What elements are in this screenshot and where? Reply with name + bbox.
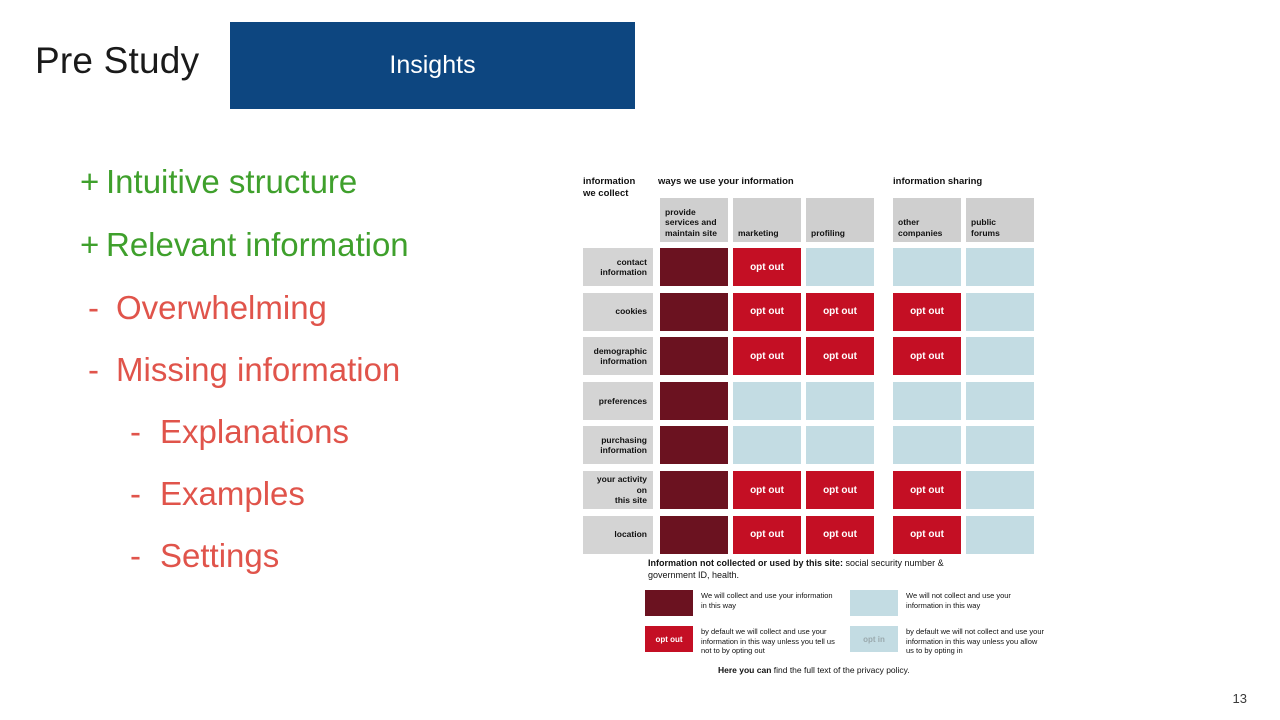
grid-cell-optout[interactable]: opt out [893,292,961,331]
grid-cell-notuse [893,248,961,286]
grid-cell-collect [660,381,728,420]
grid-cell-notuse [966,337,1034,376]
legend-item: We will collect and use your information… [645,590,835,616]
bullet-marker: - [88,289,99,326]
bullet-marker: - [130,413,141,450]
grid-cell-notuse [966,292,1034,331]
grid-cell-notuse [806,426,874,465]
policy-link-lead[interactable]: Here you can [718,665,772,675]
section-banner-label: Insights [389,51,476,79]
bullet-text: Overwhelming [116,289,327,326]
bullet-marker: + [80,163,100,200]
bullet-item: -Overwhelming [80,289,560,327]
grid-cell-optout[interactable]: opt out [893,515,961,554]
bullet-text: Relevant information [106,226,409,263]
grid-cell-optout[interactable]: opt out [806,471,874,509]
grid-cell-collect [660,471,728,509]
grid-cell-notuse [806,248,874,286]
grid-cell-optout[interactable]: opt out [733,337,801,376]
column-header-profiling: profiling [806,198,874,242]
legend-item: We will not collect and use your informa… [850,590,1040,616]
section-banner: Insights [230,22,635,109]
grid-cell-collect [660,426,728,465]
bullet-marker: + [80,226,100,263]
bullet-item: -Explanations [80,413,560,451]
bullet-marker: - [88,351,99,388]
row-label: preferences [583,381,653,420]
legend-swatch-collect [645,590,693,616]
policy-link-text: find the full text of the privacy policy… [771,665,910,675]
page-title: Pre Study [35,40,200,81]
grid-cell-notuse [893,426,961,465]
privacy-policy-link-line[interactable]: Here you can find the full text of the p… [718,665,910,675]
column-header-marketing: marketing [733,198,801,242]
grid-cell-notuse [733,426,801,465]
grid-cell-optout[interactable]: opt out [893,471,961,509]
bullet-item: -Examples [80,475,560,513]
not-collected-note: Information not collected or used by thi… [648,557,978,581]
grid-cell-collect [660,515,728,554]
bullet-text: Explanations [160,413,349,450]
page-number: 13 [1232,691,1247,706]
grid-cell-collect [660,248,728,286]
grid-cell-notuse [966,471,1034,509]
bullet-item: +Relevant information [80,226,560,264]
grid-cell-optout[interactable]: opt out [806,292,874,331]
bullet-text: Intuitive structure [106,163,358,200]
grid-cell-notuse [893,381,961,420]
grid-cell-notuse [966,248,1034,286]
grid-cell-notuse [806,381,874,420]
grid-cell-optout[interactable]: opt out [893,337,961,376]
bullet-item: +Intuitive structure [80,163,560,201]
bullet-marker: - [130,475,141,512]
grid-cell-optout[interactable]: opt out [733,248,801,286]
grid-cell-notuse [966,515,1034,554]
bullet-item: -Missing information [80,351,560,389]
grid-cell-collect [660,292,728,331]
bullet-marker: - [130,537,141,574]
grid-cell-optout[interactable]: opt out [733,292,801,331]
bullet-text: Settings [160,537,280,574]
grid-cell-notuse [966,381,1034,420]
grid-cell-notuse [733,381,801,420]
legend-text: We will collect and use your information… [701,591,833,610]
insights-bullet-list: +Intuitive structure+Relevant informatio… [80,163,560,599]
legend-item: opt out by default we will collect and us… [645,626,835,656]
grid-cell-optout[interactable]: opt out [733,471,801,509]
not-collected-label: Information not collected or used by thi… [648,558,844,568]
legend-swatch-notuse [850,590,898,616]
grid-cell-notuse [966,426,1034,465]
not-collected-value: social security number & government ID, … [648,558,944,580]
row-label: cookies [583,292,653,331]
grid-cell-optout[interactable]: opt out [733,515,801,554]
bullet-item: -Settings [80,537,560,575]
bullet-text: Examples [160,475,305,512]
legend-text: by default we will collect and use your … [701,627,835,655]
row-label: location [583,515,653,554]
group-heading-information-sharing: information sharing [893,176,983,187]
legend-item: opt in by default we will not collect and… [850,626,1045,656]
group-heading-ways-we-use: ways we use your information [658,176,794,187]
grid-cell-optout[interactable]: opt out [806,515,874,554]
legend-text: We will not collect and use your informa… [906,591,1011,610]
legend-swatch-optin: opt in [850,626,898,652]
grid-cell-optout[interactable]: opt out [806,337,874,376]
grid-cell-collect [660,337,728,376]
legend-swatch-optout: opt out [645,626,693,652]
bullet-text: Missing information [116,351,401,388]
legend-text: by default we will not collect and use y… [906,627,1044,655]
